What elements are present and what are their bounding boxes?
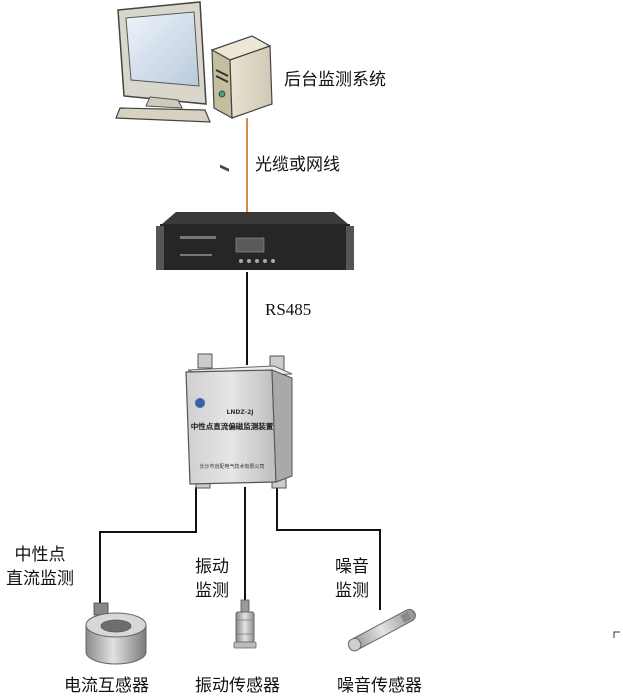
noise-sensor-label: 噪音传感器 bbox=[337, 676, 422, 696]
ct-wire bbox=[99, 487, 197, 608]
cable-link-label: 光缆或网线 bbox=[255, 155, 340, 175]
backend-system-label: 后台监测系统 bbox=[284, 70, 386, 90]
device-model-text: LNDZ-2J bbox=[227, 409, 254, 416]
vibration-monitor-line2: 监测 bbox=[195, 581, 229, 601]
vibration-monitor-line1: 振动 bbox=[195, 557, 229, 577]
vibration-monitor-label: 振动 监测 bbox=[190, 556, 234, 602]
noise-monitor-line1: 噪音 bbox=[335, 557, 369, 577]
device-maker-text: 长沙市创配电气技术有限公司 bbox=[199, 463, 264, 470]
rs485-label: RS485 bbox=[265, 300, 312, 319]
device-name-text: 中性点直流偏磁监测装置 bbox=[191, 421, 274, 431]
monitoring-cabinet-icon: LNDZ-2J 中性点直流偏磁监测装置 长沙市创配电气技术有限公司 bbox=[185, 353, 293, 489]
noise-sensor-icon bbox=[347, 608, 416, 652]
rack-mount-unit-icon bbox=[156, 212, 354, 270]
current-transformer-icon bbox=[85, 602, 147, 665]
neutral-dc-monitor-line1: 中性点 bbox=[14, 545, 66, 565]
noise-monitor-line2: 监测 bbox=[335, 581, 369, 601]
noise-wire bbox=[276, 487, 381, 610]
vibration-sensor-label: 振动传感器 bbox=[195, 676, 280, 696]
current-transformer-label: 电流互感器 bbox=[64, 676, 149, 696]
neutral-dc-monitor-label: 中性点 直流监测 bbox=[0, 544, 80, 590]
noise-monitor-label: 噪音 监测 bbox=[330, 556, 374, 602]
desktop-computer-icon bbox=[115, 1, 273, 172]
neutral-dc-monitor-line2: 直流监测 bbox=[6, 569, 74, 589]
vibration-sensor-icon bbox=[233, 599, 257, 649]
corner-mark bbox=[613, 631, 620, 638]
